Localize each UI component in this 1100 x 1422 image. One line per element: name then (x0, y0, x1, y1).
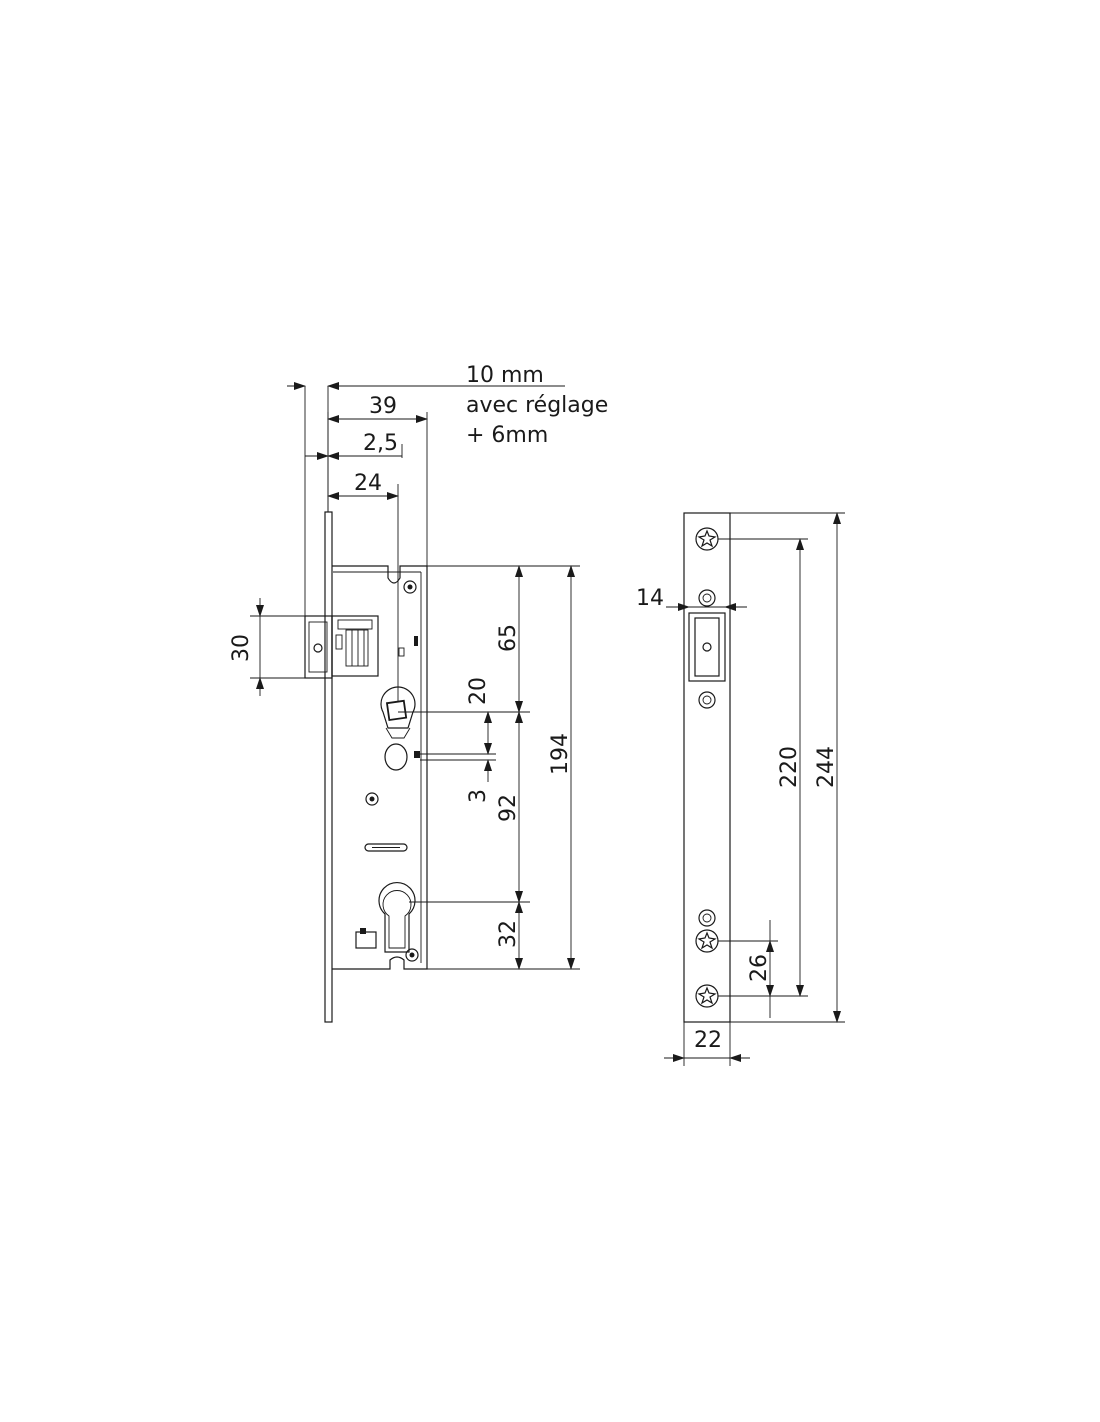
oval-hole (384, 743, 408, 771)
dim-label-92: 92 (496, 794, 521, 822)
cylinder-cutout (378, 882, 416, 953)
dim-label-65: 65 (496, 624, 521, 652)
star-screw-icon (695, 527, 719, 551)
adjustment-note-line-3: + 6mm (466, 423, 548, 448)
round-screw-icon (698, 909, 716, 927)
lock-body-view: 10 mm avec réglage + 6mm 39 2,5 24 30 65… (229, 363, 608, 1023)
slot-hole (364, 843, 408, 852)
fixing-screw-icon (365, 792, 379, 806)
star-screw-icon (695, 929, 719, 953)
dim-label-220: 220 (777, 746, 802, 788)
dim-label-32: 32 (496, 920, 521, 948)
round-screw-icon (698, 589, 716, 607)
forend-plate (324, 511, 333, 1023)
star-screw-icon (695, 984, 719, 1008)
round-screw-icon (698, 691, 716, 709)
dim-label-22: 22 (694, 1028, 722, 1053)
dim-label-244: 244 (814, 746, 839, 788)
dim-label-14: 14 (636, 586, 664, 611)
spring-pin (414, 636, 418, 646)
dim-label-26: 26 (747, 954, 772, 982)
follower-hub (380, 686, 416, 739)
dimension-lines (250, 382, 580, 970)
adjustment-note-line-2: avec réglage (466, 393, 608, 418)
small-pin (414, 751, 420, 758)
latch-bolt (304, 615, 379, 679)
dim-label-3: 3 (466, 789, 491, 803)
fixing-screw-icon (403, 580, 417, 594)
faceplate-dimension-lines (664, 512, 845, 1066)
dim-label-20: 20 (466, 677, 491, 705)
dim-label-24: 24 (354, 471, 382, 496)
dim-label-39: 39 (369, 394, 397, 419)
dim-label-2-5: 2,5 (363, 431, 398, 456)
dim-label-194: 194 (548, 733, 573, 775)
fixing-screw-icon (405, 948, 419, 962)
latch-opening (688, 612, 726, 682)
faceplate-view: 14 220 244 26 22 (636, 512, 845, 1066)
small-slot (398, 647, 405, 657)
lock-case (332, 565, 428, 970)
faceplate (683, 512, 731, 1023)
dim-label-30: 30 (229, 634, 254, 662)
bolt-bracket (355, 928, 377, 949)
adjustment-note-line-1: 10 mm (466, 363, 544, 388)
